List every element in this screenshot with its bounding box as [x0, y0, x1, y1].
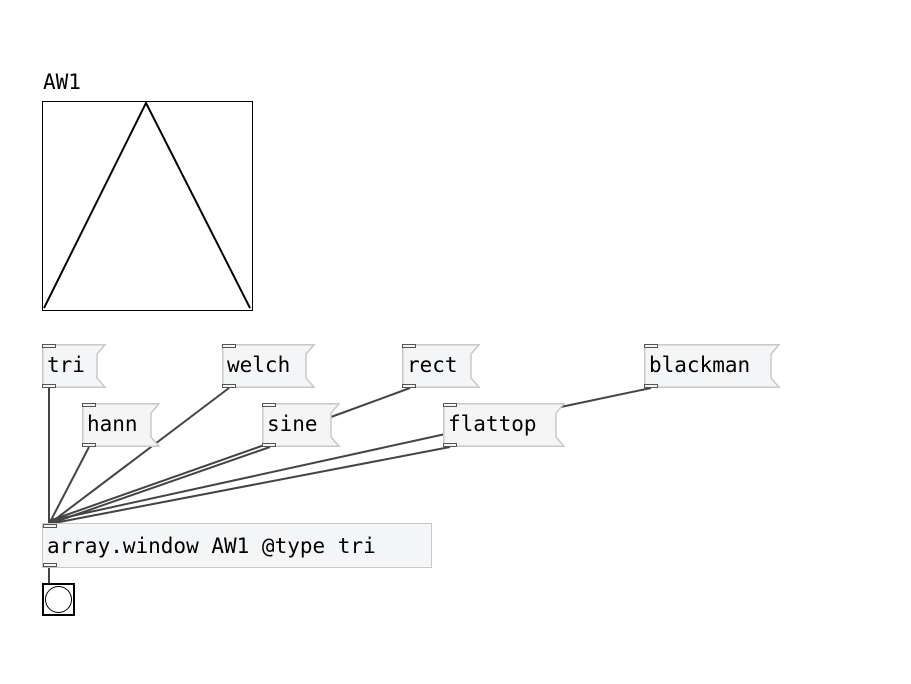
- inlet[interactable]: [262, 403, 276, 407]
- message-hann[interactable]: hann: [82, 403, 161, 447]
- outlet[interactable]: [82, 443, 96, 447]
- message-welch[interactable]: welch: [222, 344, 316, 388]
- message-text: flattop: [448, 412, 537, 436]
- outlet[interactable]: [42, 384, 56, 388]
- cord-rect-to-sine[interactable]: [330, 387, 411, 418]
- message-sine[interactable]: sine: [262, 403, 341, 447]
- object-text: array.window AW1 @type tri: [47, 534, 376, 558]
- cord-hann-to-object[interactable]: [48, 446, 90, 525]
- message-text: sine: [267, 412, 318, 436]
- message-flattop[interactable]: flattop: [443, 403, 566, 447]
- inlet[interactable]: [42, 344, 56, 348]
- outlet[interactable]: [443, 443, 457, 447]
- outlet[interactable]: [43, 563, 57, 567]
- bang-button[interactable]: [42, 583, 75, 616]
- inlet[interactable]: [82, 403, 96, 407]
- bang-circle-icon: [45, 586, 72, 613]
- message-tri[interactable]: tri: [42, 344, 107, 388]
- array-label: AW1: [43, 70, 81, 94]
- cord-blackman-to-flattop[interactable]: [555, 387, 652, 409]
- inlet[interactable]: [443, 403, 457, 407]
- message-text: hann: [87, 412, 138, 436]
- message-text: rect: [407, 353, 458, 377]
- cord-welch-to-object[interactable]: [48, 387, 230, 525]
- cord-flattop-to-object-2[interactable]: [48, 432, 451, 522]
- inlet[interactable]: [43, 524, 57, 528]
- outlet[interactable]: [222, 384, 236, 388]
- cord-sine-to-object-2[interactable]: [48, 442, 271, 522]
- outlet[interactable]: [262, 443, 276, 447]
- message-blackman[interactable]: blackman: [644, 344, 781, 388]
- message-rect[interactable]: rect: [402, 344, 481, 388]
- object-array-window[interactable]: array.window AW1 @type tri: [42, 523, 432, 568]
- message-text: tri: [47, 353, 85, 377]
- message-text: blackman: [649, 353, 751, 377]
- inlet[interactable]: [402, 344, 416, 348]
- inlet[interactable]: [644, 344, 658, 348]
- array-waveform: [43, 100, 251, 309]
- cord-sine-to-object[interactable]: [48, 446, 271, 525]
- cord-flattop-to-object[interactable]: [48, 446, 451, 525]
- outlet[interactable]: [402, 384, 416, 388]
- inlet[interactable]: [222, 344, 236, 348]
- message-text: welch: [227, 353, 291, 377]
- outlet[interactable]: [644, 384, 658, 388]
- array-graph[interactable]: [42, 100, 253, 311]
